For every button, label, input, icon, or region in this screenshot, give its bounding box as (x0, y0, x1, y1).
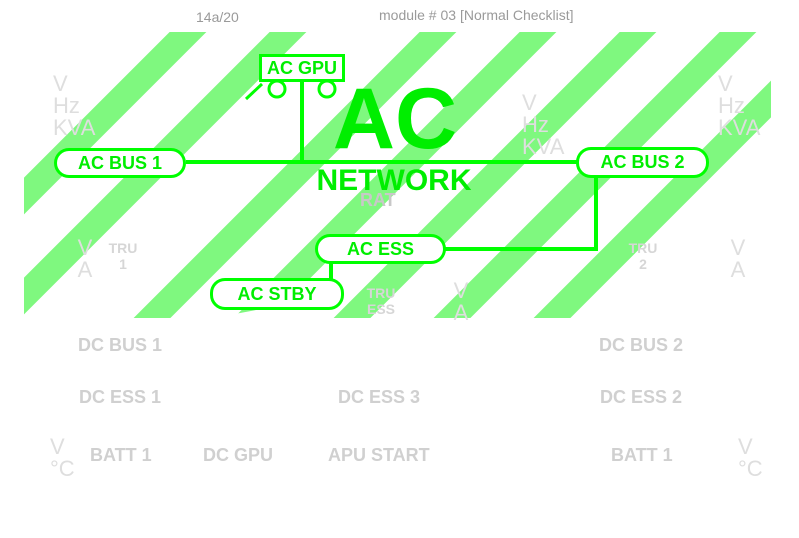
right-gen-unit-hz: Hz (718, 93, 745, 118)
tru1-unit-v: V (77, 235, 93, 260)
mid-gen-unit-kva: KVA (522, 134, 565, 159)
truess-label-line1: TRU (366, 285, 396, 301)
module-title: module # 03 [Normal Checklist] (379, 7, 574, 23)
tru1-label-line1: TRU (108, 240, 138, 256)
tru2-unit-a: A (730, 257, 746, 282)
dc-ess-3-button[interactable]: DC ESS 3 (338, 387, 421, 407)
truess-units: V A (451, 280, 471, 324)
dc-bus-2-button[interactable]: DC BUS 2 (599, 335, 684, 355)
dc-gpu-button[interactable]: DC GPU (203, 445, 274, 465)
ac-gpu-button[interactable]: AC GPU (259, 54, 345, 82)
right-gen-unit-kva: KVA (718, 115, 761, 140)
ac-bus-2-button[interactable]: AC BUS 2 (576, 147, 709, 178)
network-big-label: AC (332, 71, 458, 167)
dc-bus-1-button[interactable]: DC BUS 1 (78, 335, 163, 355)
network-sub-label: NETWORK (316, 164, 472, 197)
apu-start-button[interactable]: APU START (328, 445, 430, 465)
batt-left-unit-temp: °C (50, 456, 75, 481)
tru2-units: V A (728, 237, 748, 281)
tru2-label: TRU 2 (620, 240, 666, 272)
ac-bus-1-button[interactable]: AC BUS 1 (54, 148, 186, 178)
tru2-label-line2: 2 (639, 256, 647, 272)
page-number: 14a/20 (196, 9, 239, 25)
mid-gen-unit-v: V (522, 90, 537, 115)
truess-unit-a: A (453, 300, 469, 325)
left-gen-units: V Hz KVA (53, 73, 95, 139)
right-gen-unit-v: V (718, 71, 733, 96)
tru2-label-line1: TRU (628, 240, 658, 256)
tru1-units: V A (75, 237, 95, 281)
left-gen-unit-v: V (53, 71, 68, 96)
stripe-band (24, 32, 771, 318)
batt-right-units: V °C (738, 436, 763, 480)
right-gen-units: V Hz KVA (718, 73, 760, 139)
truess-label-line2: ESS (366, 301, 395, 317)
truess-label: TRU ESS (358, 285, 404, 317)
ac-gpu-plug-pin-left (267, 79, 287, 99)
mid-gen-units: V Hz KVA (522, 92, 564, 158)
ac-ess-button[interactable]: AC ESS (315, 234, 446, 264)
dc-ess-2-button[interactable]: DC ESS 2 (600, 387, 683, 407)
tru1-label: TRU 1 (100, 240, 146, 272)
left-gen-unit-kva: KVA (53, 115, 96, 140)
batt-left-unit-v: V (50, 434, 65, 459)
rat-label: RAT (360, 190, 396, 210)
batt-right-unit-v: V (738, 434, 753, 459)
batt-right-unit-temp: °C (738, 456, 763, 481)
dc-ess-1-button[interactable]: DC ESS 1 (79, 387, 162, 407)
tru2-unit-v: V (730, 235, 746, 260)
truess-unit-v: V (453, 278, 469, 303)
ac-stby-button[interactable]: AC STBY (210, 278, 344, 310)
tru1-label-line2: 1 (119, 256, 127, 272)
batt-1-left-button[interactable]: BATT 1 (90, 445, 152, 465)
tru1-unit-a: A (77, 257, 93, 282)
left-gen-unit-hz: Hz (53, 93, 80, 118)
batt-left-units: V °C (50, 436, 75, 480)
mid-gen-unit-hz: Hz (522, 112, 549, 137)
batt-1-right-button[interactable]: BATT 1 (611, 445, 673, 465)
ac-gpu-plug-lever (244, 82, 264, 101)
